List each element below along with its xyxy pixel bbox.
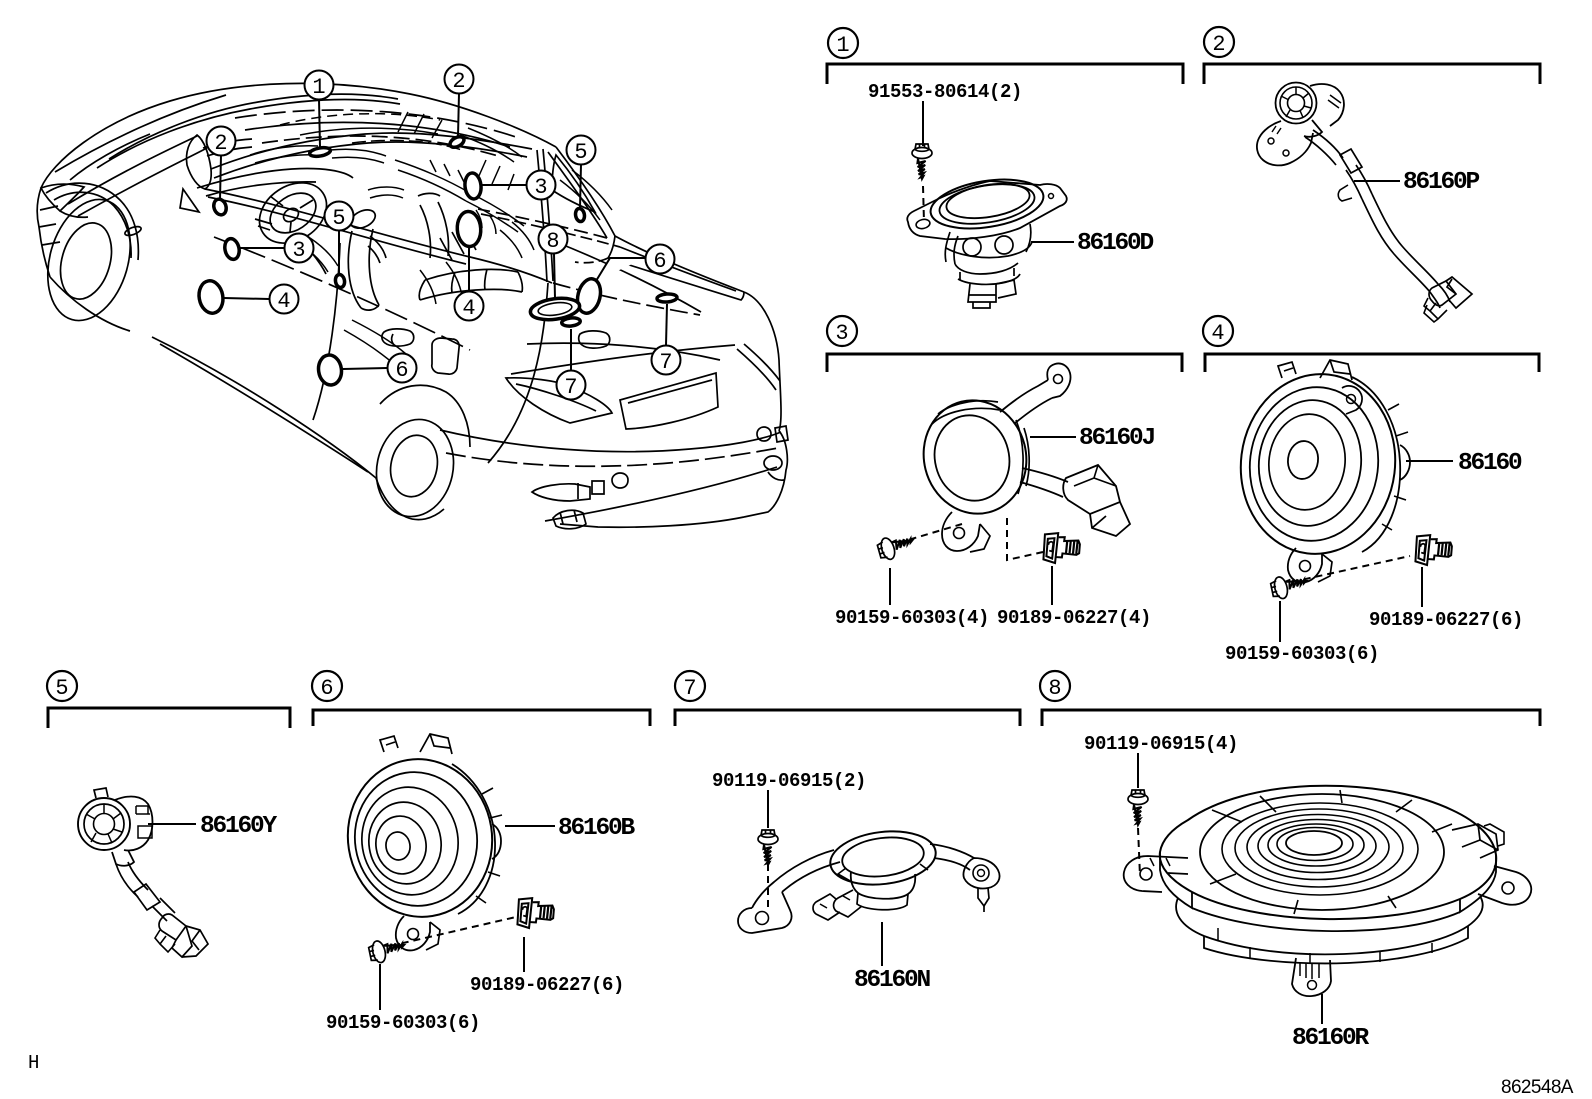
svg-text:8: 8 [546,229,559,254]
svg-text:7: 7 [683,676,696,701]
svg-text:86160B: 86160B [558,815,636,842]
svg-text:90119-06915(2): 90119-06915(2) [712,770,866,792]
svg-text:6: 6 [320,676,333,701]
svg-text:862548A: 862548A [1501,1077,1574,1098]
svg-text:86160Y: 86160Y [200,813,278,840]
svg-text:6: 6 [653,249,666,274]
svg-text:2: 2 [214,131,227,156]
svg-text:4: 4 [277,289,290,314]
svg-text:5: 5 [55,676,68,701]
svg-text:86160N: 86160N [854,967,931,994]
svg-text:91553-80614(2): 91553-80614(2) [868,81,1022,103]
svg-text:5: 5 [332,206,345,231]
svg-text:86160R: 86160R [1292,1025,1370,1052]
svg-text:7: 7 [659,350,672,375]
svg-text:1: 1 [312,75,325,100]
svg-text:1: 1 [836,33,849,58]
svg-text:5: 5 [574,140,587,165]
svg-text:90119-06915(4): 90119-06915(4) [1084,733,1238,755]
svg-text:2: 2 [1212,32,1225,57]
svg-text:86160: 86160 [1458,450,1522,477]
svg-text:8: 8 [1048,676,1061,701]
svg-text:2: 2 [452,69,465,94]
svg-text:4: 4 [462,296,475,321]
svg-text:H: H [28,1052,39,1074]
svg-text:90159-60303(6): 90159-60303(6) [326,1012,480,1034]
svg-text:7: 7 [564,375,577,400]
svg-text:6: 6 [395,358,408,383]
svg-text:90189-06227(4): 90189-06227(4) [997,607,1151,629]
svg-text:3: 3 [534,175,547,200]
svg-text:90159-60303(4): 90159-60303(4) [835,607,989,629]
svg-text:3: 3 [292,238,305,263]
svg-text:90189-06227(6): 90189-06227(6) [470,974,624,996]
svg-text:90189-06227(6): 90189-06227(6) [1369,609,1523,631]
svg-text:86160P: 86160P [1403,169,1480,196]
svg-text:90159-60303(6): 90159-60303(6) [1225,643,1379,665]
svg-text:3: 3 [835,321,848,346]
svg-text:86160D: 86160D [1077,230,1154,257]
svg-text:4: 4 [1211,321,1224,346]
svg-text:86160J: 86160J [1079,425,1155,452]
